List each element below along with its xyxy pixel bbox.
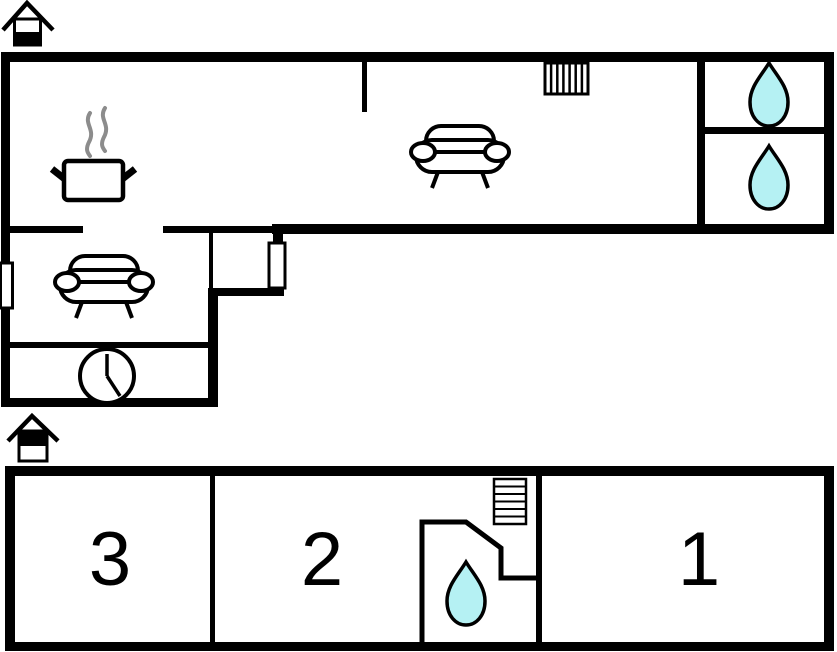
steam-icon <box>85 106 109 158</box>
window-symbol <box>0 261 14 310</box>
wall <box>8 342 213 348</box>
stairs-icon <box>492 477 528 526</box>
wall <box>8 52 834 62</box>
room-number-3: 3 <box>89 517 131 602</box>
wall <box>824 466 834 651</box>
water-drop-icon <box>445 560 487 627</box>
house-roof <box>1 0 55 32</box>
room-number-2: 2 <box>301 517 343 602</box>
radiator-icon <box>543 61 590 96</box>
steam-wisp <box>100 106 109 153</box>
wall <box>705 127 825 134</box>
wall <box>697 62 705 224</box>
clock-hour-hand <box>105 375 122 397</box>
water-drop-icon <box>748 144 790 211</box>
house-filled-level <box>14 32 41 45</box>
room-labels: 3 2 1 <box>89 517 720 602</box>
wall <box>8 226 83 233</box>
wall <box>1 52 10 407</box>
upper-floor-walls <box>1 52 834 407</box>
house-roof <box>6 412 60 443</box>
wall <box>362 62 367 112</box>
wall <box>273 224 283 248</box>
room-number-1: 1 <box>678 517 720 602</box>
upper-floor-house-icon <box>1 0 55 47</box>
wall <box>536 476 542 646</box>
house-filled-level <box>19 431 47 446</box>
sofa-icon <box>409 124 511 190</box>
wall <box>209 288 284 296</box>
wall <box>210 476 215 646</box>
water-drop-icon <box>748 61 790 128</box>
wall <box>163 226 272 233</box>
steam-wisp <box>85 111 94 158</box>
pot-body <box>61 158 126 203</box>
door-symbol <box>267 241 287 290</box>
wall <box>5 466 15 651</box>
sofa-icon <box>53 254 155 320</box>
wall <box>272 224 834 234</box>
cooking-pot-icon <box>49 158 138 203</box>
bathroom-nook-wall <box>419 519 539 646</box>
wall <box>209 230 213 292</box>
wall-clock-icon <box>78 347 136 405</box>
wall <box>5 466 834 476</box>
lower-floor-house-icon <box>6 412 60 463</box>
lower-floor-walls <box>5 466 834 651</box>
wall <box>5 642 834 651</box>
wall <box>824 52 834 234</box>
